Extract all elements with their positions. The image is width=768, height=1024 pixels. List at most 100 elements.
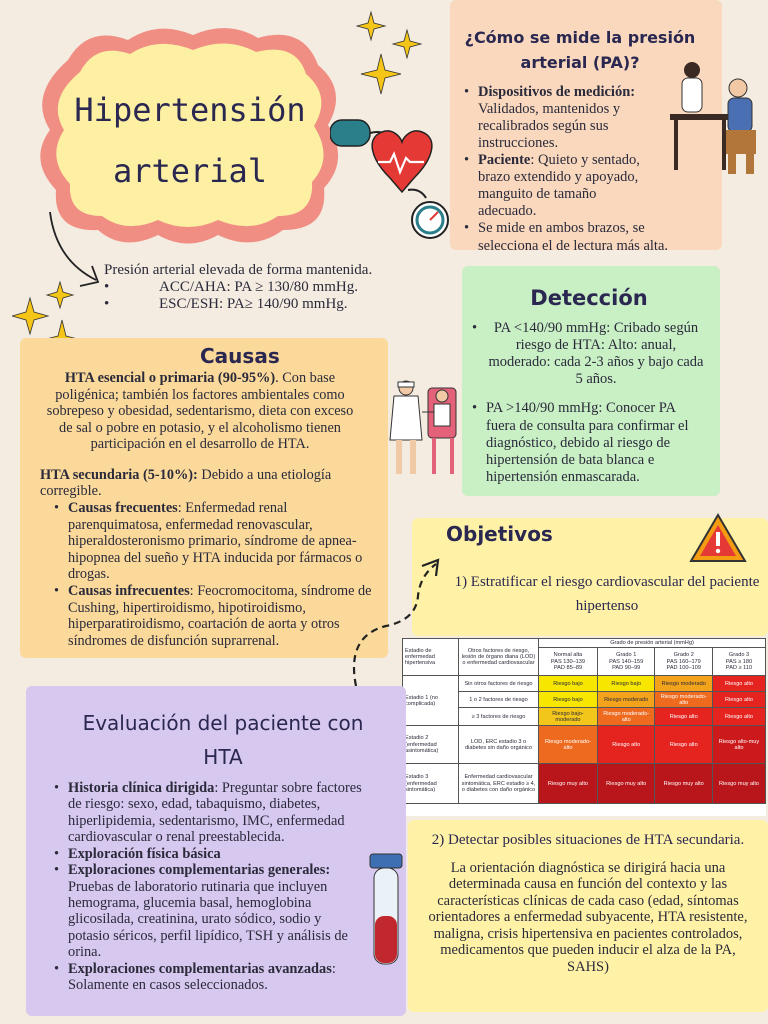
item-text: : Cribado según riesgo de HTA: Alto: anu… (488, 320, 704, 388)
risk-cell: Riesgo alto-muy alto (712, 725, 766, 765)
causes-title: Causas (200, 344, 280, 368)
measure-list: Dispositivos de medición: Validados, man… (464, 84, 668, 255)
list-item: Causas frecuentes: Enfermedad renal pare… (54, 500, 376, 583)
table-row: Estadio 1 (no complicada) Sin otros fact… (402, 675, 766, 727)
grade-header: Grado de presión arterial (mmHg) (538, 637, 766, 649)
grade-pad: PAD 90–99 (612, 665, 641, 672)
risk-cell: Riesgo alto (596, 725, 656, 765)
list-item: Exploración física básica (54, 845, 362, 863)
factor-cell: LOD, ERC estadio 3 o diabetes sin daño o… (458, 725, 539, 765)
objective-1: 1) Estratificar el riesgo cardiovascular… (454, 574, 760, 614)
measure-panel: ¿Cómo se mide la presión arterial (PA)? … (450, 0, 722, 254)
measure-title-line-2: arterial (PA)? (520, 52, 640, 72)
evaluation-title-line-2: HTA (203, 745, 243, 769)
item-text: : Feocromocitoma, síndrome de Cushing, h… (68, 582, 372, 649)
item-bold: Exploración física básica (68, 845, 221, 862)
table-row: ≥ 3 factores de riesgo Riesgo bajo-moder… (403, 707, 766, 727)
item-text: Se mide en ambos brazos, se selecciona e… (478, 220, 669, 254)
objective-2-panel: 2) Detectar posibles situaciones de HTA … (408, 820, 768, 1012)
item-text: : Quieto y sentado, brazo extendido y ap… (478, 152, 640, 220)
heart-icon (330, 119, 449, 239)
page-title: Hipertensión arterial (60, 80, 320, 202)
item-text: ACC/AHA: PA ≥ 130/80 mmHg. (159, 278, 358, 295)
item-bold: Historia clínica dirigida (68, 780, 215, 796)
risk-cell: Riesgo alto (654, 725, 713, 765)
item-bold: Causas infrecuentes (68, 582, 190, 599)
item-bold: Exploraciones complementarias generales: (68, 862, 331, 879)
list-item: Exploraciones complementarias avanzadas:… (54, 961, 362, 994)
secondary-paragraph: HTA secundaria (5-10%): Debido a una eti… (32, 467, 376, 500)
grade-pas: PAS 130–139 (550, 658, 586, 665)
item-bold: PA <140/90 mmHg (493, 320, 607, 336)
definition-text: Presión arterial elevada de forma manten… (104, 262, 373, 278)
col-stage-header: Estadio de enfermedad hipertensiva (402, 637, 459, 677)
risk-cell: Riesgo muy alto (654, 763, 713, 805)
item-text: . Con base poligénica; también los facto… (46, 370, 354, 453)
factor-cell: ≥ 3 factores de riesgo (458, 707, 539, 727)
objective-2-title: 2) Detectar posibles situaciones de HTA … (431, 832, 745, 848)
primary-paragraph: HTA esencial o primaria (90-95%). Con ba… (40, 370, 360, 453)
item-text: ESC/ESH: PA≥ 140/90 mmHg. (159, 295, 348, 312)
item-text: : Conocer PA fuera de consulta para conf… (486, 400, 689, 485)
risk-cell: Riesgo moderado (654, 675, 713, 693)
item-text: Validados, mantenidos y recalibrados seg… (478, 100, 621, 151)
title-line-2: arterial (112, 151, 268, 190)
item-bold: PA >140/90 mmHg (486, 400, 599, 417)
risk-cell: Riesgo moderado-alto (596, 707, 656, 727)
objective-2-body: La orientación diagnóstica se dirigirá h… (428, 859, 748, 975)
grade-name: Normal alta (553, 652, 583, 659)
item-bold: Dispositivos de medición: (478, 83, 636, 100)
list-item: ACC/AHA: PA ≥ 130/80 mmHg. (104, 279, 434, 296)
list-item: Causas infrecuentes: Feocromocitoma, sín… (54, 583, 376, 649)
warning-icon (689, 513, 747, 562)
detection-panel: Detección PA <140/90 mmHg: Cribado según… (462, 266, 720, 496)
causes-panel: Causas HTA esencial o primaria (90-95%).… (20, 338, 388, 658)
item-text: Debido a una etiología corregible. (40, 466, 332, 500)
list-item: Dispositivos de medición: Validados, man… (464, 84, 649, 152)
measure-title: ¿Cómo se mide la presión arterial (PA)? (464, 26, 706, 76)
item-bold: Causas frecuentes (68, 500, 178, 517)
risk-table: Estadio de enfermedad hipertensiva Otros… (402, 637, 766, 816)
grade-name: Grado 3 (728, 652, 750, 659)
item-text: : Preguntar sobre factores de riesgo: se… (68, 780, 362, 846)
risk-cell: Riesgo alto (712, 691, 766, 709)
factor-cell: Enfermedad cardiovascular sintomática, E… (458, 763, 539, 805)
list-item: Exploraciones complementarias generales:… (54, 862, 362, 961)
sparkle-icon (355, 10, 423, 95)
causes-body: HTA esencial o primaria (90-95%). Con ba… (32, 370, 376, 649)
risk-cell: Riesgo bajo (596, 675, 656, 693)
detection-list: PA <140/90 mmHg: Cribado según riesgo de… (472, 320, 706, 486)
list-item: Historia clínica dirigida: Preguntar sob… (54, 780, 362, 846)
risk-cell: Riesgo muy alto (712, 763, 766, 805)
definition: Presión arterial elevada de forma manten… (104, 262, 434, 312)
title-line-1: Hipertensión (74, 91, 306, 129)
list-item: Se mide en ambos brazos, se selecciona e… (464, 220, 696, 254)
grade-pad: PAD ≥ 110 (725, 665, 753, 672)
risk-cell: Riesgo moderado (596, 691, 656, 709)
stage-label: Estadio 3 (enfermedad sintomática) (402, 763, 459, 805)
grade-pad: PAD 100–109 (666, 665, 701, 672)
item-bold: Exploraciones complementarias avanzadas (68, 960, 332, 977)
risk-cell: Riesgo moderado-alto (538, 725, 598, 765)
grade-pad: PAD 85–89 (553, 665, 583, 672)
factor-cell: 1 o 2 factores de riesgo (458, 691, 539, 709)
test-tube-icon (369, 853, 403, 965)
grade-pas: PAS ≥ 180 (725, 658, 753, 665)
risk-cell: Riesgo bajo (538, 691, 598, 709)
list-item: Paciente: Quieto y sentado, brazo extend… (464, 152, 649, 220)
factor-cell: Sin otros factores de riesgo (458, 675, 539, 693)
stage-label: Estadio 1 (no complicada) (402, 675, 459, 727)
col-factors-header: Otros factores de riesgo, lesión de órga… (458, 637, 539, 677)
table-row: Estadio 3 (enfermedad sintomática) Enfer… (402, 763, 766, 805)
evaluation-title: Evaluación del paciente con HTA (54, 706, 392, 774)
item-bold: Paciente (478, 152, 531, 169)
item-text: Pruebas de laboratorio rutinaria que inc… (68, 878, 348, 961)
item-bold: HTA secundaria (5-10%): (40, 466, 198, 483)
causes-list: Causas frecuentes: Enfermedad renal pare… (32, 500, 376, 649)
risk-cell: Riesgo alto (712, 675, 766, 693)
evaluation-title-line-1: Evaluación del paciente con (82, 711, 364, 735)
item-bold: HTA esencial o primaria (90-95%) (64, 370, 276, 386)
risk-cell: Riesgo bajo-moderado (538, 707, 598, 727)
